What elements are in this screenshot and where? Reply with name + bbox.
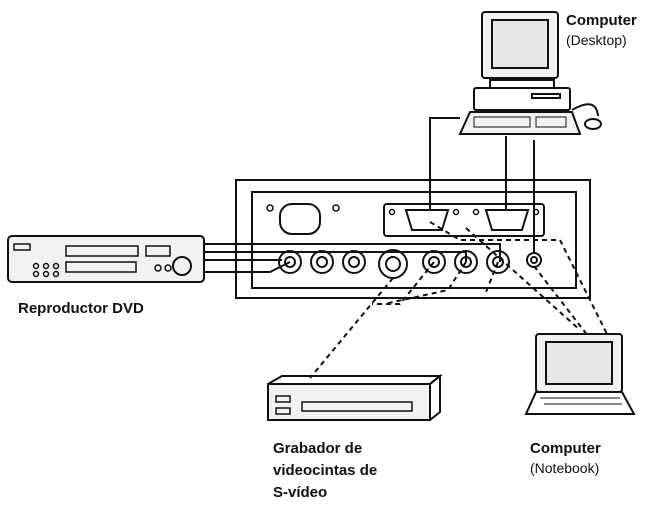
desktop-subtitle: (Desktop) xyxy=(566,32,627,48)
vcr-icon xyxy=(267,373,443,421)
dvd-label: Reproductor DVD xyxy=(18,300,144,317)
notebook-subtitle: (Notebook) xyxy=(530,460,600,476)
notebook-computer-icon xyxy=(524,333,636,415)
vcr-label-line2: videocintas de xyxy=(273,462,378,479)
dvd-cables xyxy=(204,243,501,273)
desktop-title: Computer xyxy=(566,12,637,29)
desktop-cables xyxy=(429,117,535,253)
notebook-title: Computer xyxy=(530,440,601,457)
vcr-label-line3: S-vídeo xyxy=(273,484,328,501)
projector-panel-icon xyxy=(235,179,591,299)
desktop-computer-icon xyxy=(458,11,602,135)
dashed-cables xyxy=(309,221,609,379)
vcr-label-line1: Grabador de xyxy=(273,440,363,457)
dvd-player-icon xyxy=(7,235,205,283)
